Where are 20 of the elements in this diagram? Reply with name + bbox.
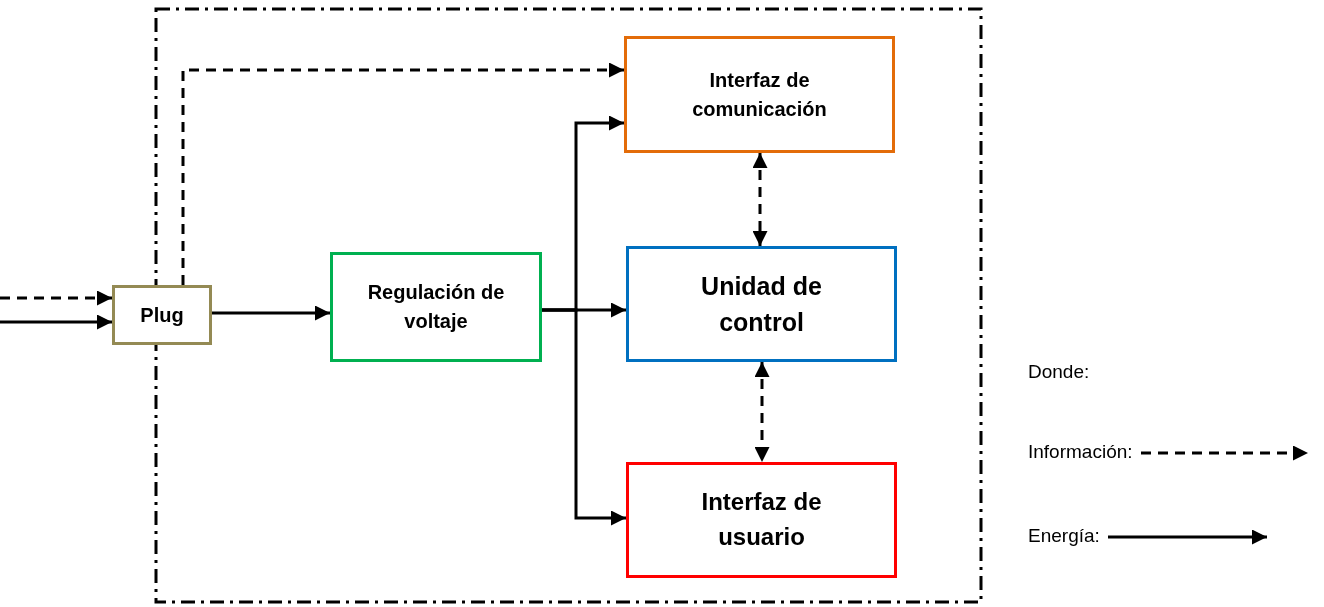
process-box: [626, 462, 897, 578]
arrow: [754, 362, 770, 462]
process-box: [624, 36, 895, 153]
arrow: [0, 290, 112, 306]
legend-label: Información:: [1028, 441, 1133, 463]
plug-box: [112, 285, 212, 345]
arrow: [181, 62, 624, 285]
process-box: [626, 246, 897, 362]
arrow: [752, 153, 768, 246]
process-box: [330, 252, 542, 362]
arrow: [542, 308, 626, 526]
node-label: Plug: [140, 302, 184, 328]
node-label: Regulación de voltaje: [366, 280, 506, 334]
legend-heading: Donde:: [1028, 361, 1090, 383]
arrow: [212, 305, 330, 321]
legend-label: Energía:: [1028, 525, 1100, 547]
node-label: Unidad de control: [700, 270, 823, 338]
arrow: [0, 314, 112, 330]
node-label: Interfaz de usuario: [700, 487, 823, 552]
node-label: Interfaz de comunicación: [691, 67, 828, 122]
